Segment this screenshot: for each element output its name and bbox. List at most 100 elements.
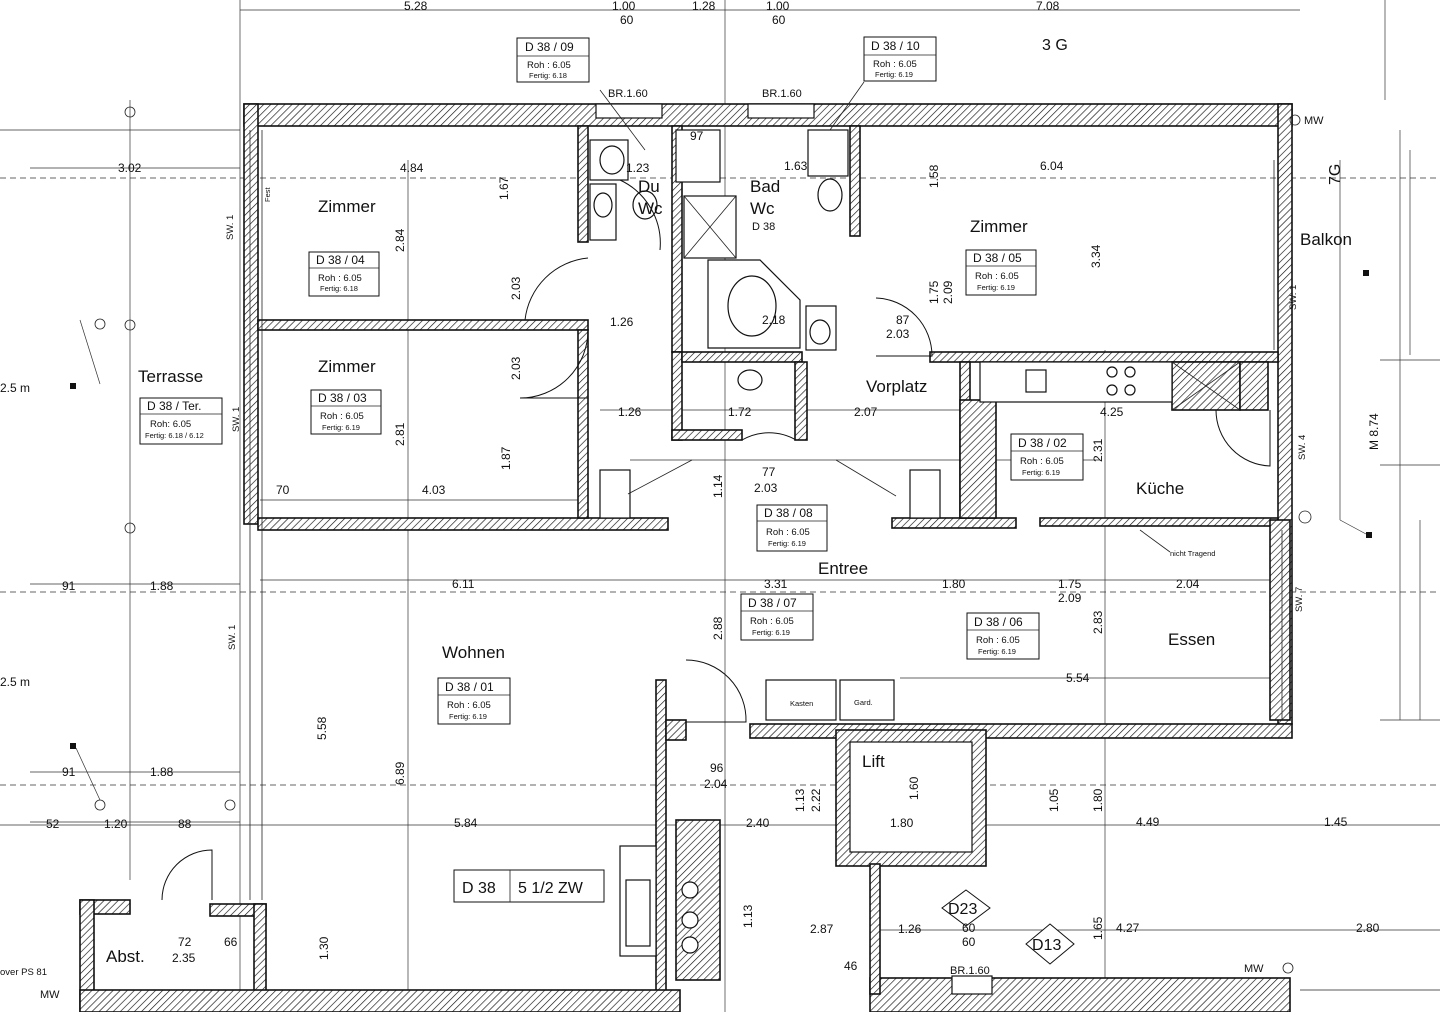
svg-text:1.65: 1.65 [1091, 916, 1105, 940]
svg-text:60: 60 [772, 13, 786, 27]
svg-text:3.31: 3.31 [764, 577, 788, 591]
svg-text:1.26: 1.26 [898, 922, 922, 936]
svg-text:77: 77 [762, 465, 776, 479]
svg-text:BR.1.60: BR.1.60 [608, 88, 648, 100]
room-labels: Zimmer Zimmer Du Wc Bad Wc D 38 Zimmer B… [106, 177, 1352, 966]
tag-d38-02: D 38 / 02 Roh : 6.05 Fertig: 6.19 [1010, 433, 1084, 481]
room-zimmer-w: Zimmer [318, 357, 376, 376]
svg-text:1.23: 1.23 [626, 161, 650, 175]
svg-text:60: 60 [962, 935, 976, 949]
svg-text:5.54: 5.54 [1066, 671, 1090, 685]
svg-text:Fertig: 6.18: Fertig: 6.18 [529, 71, 567, 80]
unit-type: 5 1/2 ZW [518, 880, 584, 897]
svg-text:87: 87 [896, 313, 910, 327]
svg-text:1.28: 1.28 [692, 0, 716, 13]
svg-text:Fertig: 6.19: Fertig: 6.19 [977, 283, 1015, 292]
svg-text:7.08: 7.08 [1036, 0, 1060, 13]
svg-text:1.80: 1.80 [942, 577, 966, 591]
svg-text:2.80: 2.80 [1356, 921, 1380, 935]
svg-text:SW. 1: SW. 1 [231, 407, 242, 432]
svg-text:70: 70 [276, 483, 290, 497]
svg-text:SW. 1: SW. 1 [225, 215, 236, 240]
svg-text:Roh : 6.05: Roh : 6.05 [447, 700, 491, 711]
room-tags: D 38 / 09 Roh : 6.05 Fertig: 6.18 D 38 /… [139, 36, 1084, 725]
svg-text:2.5 m: 2.5 m [0, 381, 30, 395]
svg-text:1.00: 1.00 [766, 0, 790, 13]
svg-text:MW: MW [1304, 115, 1324, 127]
svg-text:2.09: 2.09 [1058, 591, 1082, 605]
svg-text:2.35: 2.35 [172, 951, 196, 965]
svg-text:2.09: 2.09 [941, 280, 955, 304]
svg-text:1.63: 1.63 [784, 159, 808, 173]
room-bad: Bad [750, 177, 780, 196]
svg-text:4.27: 4.27 [1116, 921, 1140, 935]
svg-text:D 38 / 01: D 38 / 01 [445, 680, 494, 694]
svg-text:4.84: 4.84 [400, 161, 424, 175]
svg-text:D 38 / 10: D 38 / 10 [871, 39, 920, 53]
unit-label: D 38 5 1/2 ZW [453, 869, 605, 903]
svg-text:D 38 / 08: D 38 / 08 [764, 506, 813, 520]
svg-text:Fertig: 6.19: Fertig: 6.19 [1022, 468, 1060, 477]
svg-text:Roh : 6.05: Roh : 6.05 [1020, 456, 1064, 467]
svg-text:1.45: 1.45 [1324, 815, 1348, 829]
svg-text:97: 97 [690, 129, 704, 143]
svg-text:1.58: 1.58 [927, 164, 941, 188]
svg-text:2.03: 2.03 [754, 481, 778, 495]
svg-text:1.20: 1.20 [104, 817, 128, 831]
svg-text:D 38 / 09: D 38 / 09 [525, 40, 574, 54]
svg-text:2.84: 2.84 [393, 228, 407, 252]
svg-text:2.04: 2.04 [1176, 577, 1200, 591]
svg-text:91: 91 [62, 765, 76, 779]
svg-text:2.03: 2.03 [509, 276, 523, 300]
svg-text:Fertig: 6.19: Fertig: 6.19 [875, 70, 913, 79]
room-kueche: Küche [1136, 479, 1184, 498]
svg-text:96: 96 [710, 761, 724, 775]
svg-text:2.03: 2.03 [886, 327, 910, 341]
svg-text:2.03: 2.03 [509, 356, 523, 380]
unit-code: D 38 [462, 880, 496, 897]
svg-text:2.18: 2.18 [762, 313, 786, 327]
room-essen: Essen [1168, 630, 1215, 649]
svg-text:SW. 1: SW. 1 [1288, 285, 1299, 310]
room-bad-code: D 38 [752, 221, 775, 233]
svg-text:1.26: 1.26 [618, 405, 642, 419]
svg-text:2.07: 2.07 [854, 405, 878, 419]
svg-text:SW. 7: SW. 7 [1294, 587, 1305, 612]
svg-text:MW: MW [40, 989, 60, 1001]
svg-text:D 38 / 04: D 38 / 04 [316, 253, 365, 267]
svg-text:nicht Tragend: nicht Tragend [1170, 549, 1215, 558]
svg-text:Roh : 6.05: Roh : 6.05 [527, 60, 571, 71]
svg-text:D 38 / 05: D 38 / 05 [973, 251, 1022, 265]
svg-text:1.00: 1.00 [612, 0, 636, 13]
room-abst: Abst. [106, 947, 145, 966]
svg-text:2.22: 2.22 [809, 788, 823, 812]
tag-d38-10: D 38 / 10 Roh : 6.05 Fertig: 6.19 [829, 36, 937, 131]
horizontal-dimensions: 3.02 4.84 6.04 1.23 97 1.63 1.26 2.18 87… [46, 129, 1380, 973]
svg-text:6.11: 6.11 [452, 577, 475, 591]
svg-text:Roh : 6.05: Roh : 6.05 [873, 59, 917, 70]
svg-text:72: 72 [178, 935, 192, 949]
svg-text:MW: MW [1244, 963, 1264, 975]
svg-text:Roh : 6.05: Roh : 6.05 [318, 273, 362, 284]
svg-text:M 8.74: M 8.74 [1367, 413, 1381, 450]
svg-text:over PS 81: over PS 81 [0, 967, 47, 978]
svg-text:4.25: 4.25 [1100, 405, 1124, 419]
room-du: Du [638, 177, 660, 196]
svg-text:1.88: 1.88 [150, 765, 174, 779]
tag-d38-04: D 38 / 04 Roh : 6.05 Fertig: 6.18 [308, 251, 380, 297]
svg-text:4.49: 4.49 [1136, 815, 1160, 829]
svg-text:Roh : 6.05: Roh : 6.05 [320, 411, 364, 422]
svg-text:1.67: 1.67 [497, 176, 511, 200]
room-vorplatz: Vorplatz [866, 377, 927, 396]
room-lift: Lift [862, 752, 885, 771]
svg-text:Fertig: 6.19: Fertig: 6.19 [752, 628, 790, 637]
svg-text:Roh : 6.05: Roh : 6.05 [750, 616, 794, 627]
tag-d38-ter: D 38 / Ter. Roh: 6.05 Fertig: 6.18 / 6.1… [139, 397, 223, 445]
room-bad-wc: Wc [750, 199, 775, 218]
svg-text:Fertig: 6.19: Fertig: 6.19 [768, 539, 806, 548]
svg-text:88: 88 [178, 817, 192, 831]
svg-text:2.87: 2.87 [810, 922, 834, 936]
svg-text:Fertig: 6.19: Fertig: 6.19 [978, 647, 1016, 656]
svg-text:Fertig: 6.18 / 6.12: Fertig: 6.18 / 6.12 [145, 431, 204, 440]
